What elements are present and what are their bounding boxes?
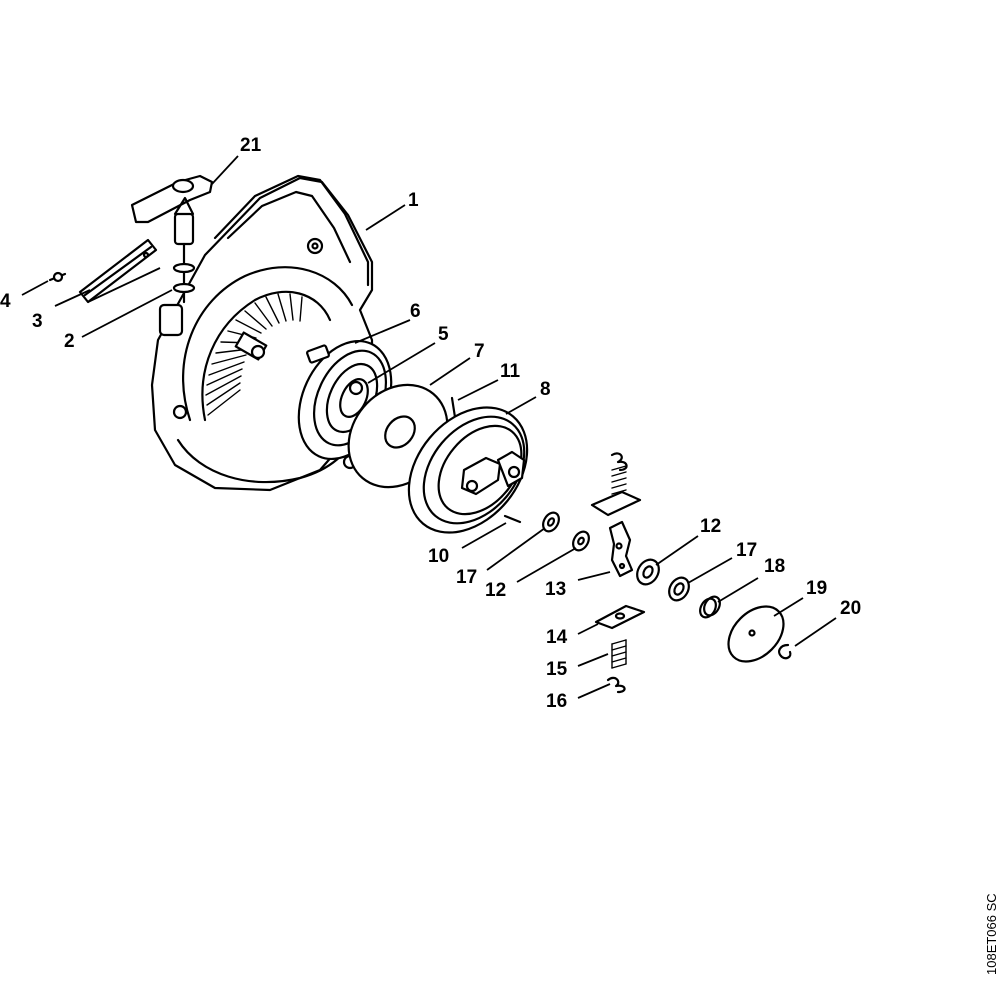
thrust-washer-left xyxy=(572,530,590,552)
callout-11: 11 xyxy=(500,361,521,382)
callout-5: 5 xyxy=(438,324,449,345)
circlip xyxy=(778,643,792,660)
cover-plate xyxy=(78,238,158,304)
callout-16: 16 xyxy=(546,691,567,712)
spring-clip xyxy=(699,595,721,619)
rope-rotor xyxy=(407,406,529,534)
small-washer-left xyxy=(542,511,560,533)
compression-spring xyxy=(611,639,627,669)
callout-14: 14 xyxy=(546,627,568,648)
callout-4: 4 xyxy=(0,291,11,312)
callout-10: 10 xyxy=(428,546,449,567)
rotor-pin xyxy=(503,514,522,524)
callout-17-right: 17 xyxy=(736,540,757,561)
small-washer-right xyxy=(668,576,690,602)
upper-pawl-spring-assembly xyxy=(590,452,642,517)
thrust-washer-right xyxy=(636,558,660,586)
pawl-plate xyxy=(594,604,646,630)
callout-17-left: 17 xyxy=(456,567,477,588)
cover-disc xyxy=(727,605,785,663)
leader-lines xyxy=(21,155,837,699)
louver-lines xyxy=(205,293,303,416)
callout-12-left: 12 xyxy=(485,580,506,601)
starter-grip xyxy=(130,174,214,304)
callout-12-right: 12 xyxy=(700,516,721,537)
plate-screw xyxy=(48,271,67,283)
callout-2: 2 xyxy=(64,331,75,352)
callout-1: 1 xyxy=(408,190,419,211)
pawl-bracket xyxy=(608,520,634,578)
callout-8: 8 xyxy=(540,379,551,400)
reference-code: 108ET066 SC xyxy=(984,893,999,975)
callout-21: 21 xyxy=(240,135,262,156)
callout-6: 6 xyxy=(410,301,421,322)
retainer-clip xyxy=(606,676,626,694)
callout-3: 3 xyxy=(32,311,43,332)
callout-labels: 21 1 4 3 2 6 5 7 11 8 10 17 12 13 12 17 … xyxy=(0,135,861,712)
callout-13: 13 xyxy=(545,579,566,600)
callout-18: 18 xyxy=(764,556,785,577)
callout-20: 20 xyxy=(840,598,861,619)
callout-19: 19 xyxy=(806,578,827,599)
callout-15: 15 xyxy=(546,659,568,680)
callout-7: 7 xyxy=(474,341,485,362)
